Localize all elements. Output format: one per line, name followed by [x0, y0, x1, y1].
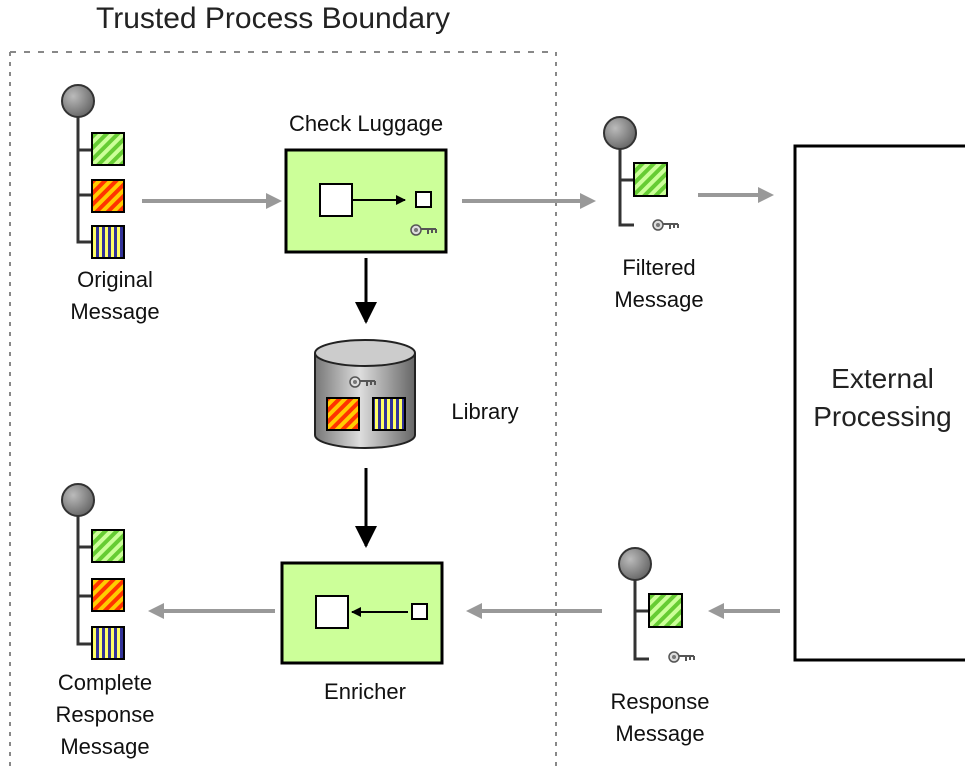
arrowhead-check-to-library — [355, 302, 377, 324]
library-label: Library — [451, 399, 519, 424]
message-root-icon — [61, 84, 95, 118]
filtered-message-icon — [603, 116, 679, 231]
enricher-processor — [280, 561, 444, 665]
check-luggage-label: Check Luggage — [288, 111, 444, 136]
blue-part-icon — [91, 225, 125, 259]
filtered-message-label: Filtered Message — [614, 255, 704, 312]
external-processing-label: External Processing — [813, 363, 952, 432]
complete-message-label: Complete Response Message — [55, 670, 155, 759]
original-message-label: Original Message — [70, 267, 160, 324]
enricher-label: Enricher — [324, 679, 406, 704]
original-message-icon — [61, 84, 125, 259]
arrowhead-library-to-enricher — [355, 526, 377, 548]
external-processing-box — [793, 144, 965, 662]
green-part-icon — [91, 132, 125, 166]
response-message-label: Response Message — [610, 689, 710, 746]
complete-message-icon — [61, 483, 125, 660]
check-luggage-processor — [284, 148, 448, 254]
database-icon — [314, 339, 416, 449]
boundary-title: Trusted Process Boundary — [96, 2, 451, 35]
response-message-icon — [618, 547, 695, 663]
red-part-icon — [91, 179, 125, 213]
